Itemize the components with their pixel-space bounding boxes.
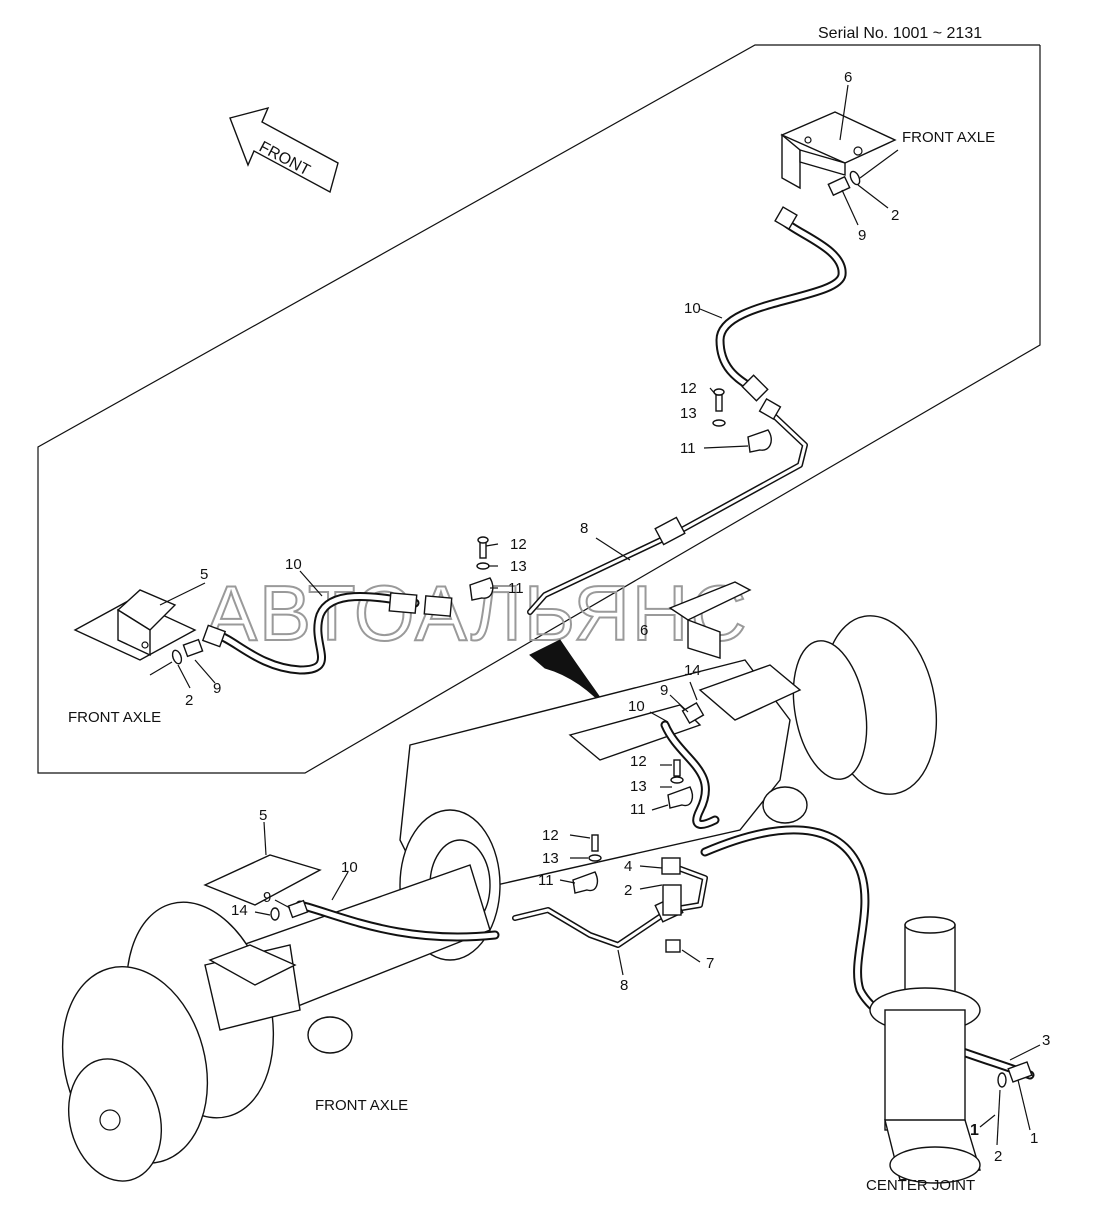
fitting-9-top [827,170,861,197]
callout-9-axle-right: 9 [660,682,668,699]
callout-9-top: 9 [858,227,866,244]
label-front-axle-top-right: FRONT AXLE [902,129,995,146]
bracket-5-detail [73,589,197,661]
callout-5-detail: 5 [200,566,208,583]
callout-8-axle: 8 [620,977,628,994]
callout-14-axle-left: 14 [231,902,248,919]
label-front-axle-bottom: FRONT AXLE [315,1097,408,1114]
callout-12-top: 12 [680,380,697,397]
callout-6-top: 6 [844,69,852,86]
label-front-axle-left-detail: FRONT AXLE [68,709,161,726]
front-arrow: FRONT [229,106,339,194]
callout-8-top: 8 [580,520,588,537]
front-axle-assembly [61,615,938,1182]
callout-2-axle: 2 [624,882,632,899]
callout-13-axle-b: 13 [542,850,559,867]
center-joint [869,916,981,1184]
hose-3 [700,825,1035,1080]
callout-4: 4 [624,858,632,875]
bracket-6-top [780,111,897,190]
callout-10-detail: 10 [285,556,302,573]
fitting-9-left-detail [171,638,204,665]
callout-11-detail: 11 [508,580,524,597]
clamp-11-left-detail [469,536,494,601]
label-center-joint: CENTER JOINT [866,1177,975,1194]
fitting-1-center [997,1061,1033,1088]
detail-frame [37,44,1041,774]
callout-1-bold: 1 [970,1122,979,1139]
callout-12-axle-b: 12 [542,827,559,844]
callout-6-detail: 6 [640,622,648,639]
fitting-9-axle-left [270,899,309,921]
callout-12-detail: 12 [510,536,527,553]
callout-2-top: 2 [891,207,899,224]
callout-11-axle-b: 11 [538,872,554,889]
callout-10-axle-left: 10 [341,859,358,876]
callout-13-top: 13 [680,405,697,422]
clamp-11-top [712,388,772,453]
tee-fitting [662,884,682,953]
bracket-6-detail [668,581,752,659]
callout-10-axle-right: 10 [628,698,645,715]
callout-9-axle-left: 9 [263,889,271,906]
callout-5-axle: 5 [259,807,267,824]
callout-13-axle-a: 13 [630,778,647,795]
callout-11-axle-a: 11 [630,801,646,818]
clamp-11-axle-a [667,759,694,809]
callout-9-detail: 9 [213,680,221,697]
clamp-11-axle-b [572,834,602,894]
callout-14-axle-right: 14 [684,662,701,679]
callout-3: 3 [1042,1032,1050,1049]
callout-2-detail: 2 [185,692,193,709]
callout-7: 7 [706,955,714,972]
callout-11-top: 11 [680,440,696,457]
callout-2-center: 2 [994,1148,1002,1165]
callout-1: 1 [1030,1130,1038,1147]
leader-lines [149,84,1041,1146]
serial-number: Serial No. 1001 ~ 2131 [818,25,982,42]
callout-13-detail: 13 [510,558,527,575]
callout-10-top: 10 [684,300,701,317]
callout-12-axle-a: 12 [630,753,647,770]
